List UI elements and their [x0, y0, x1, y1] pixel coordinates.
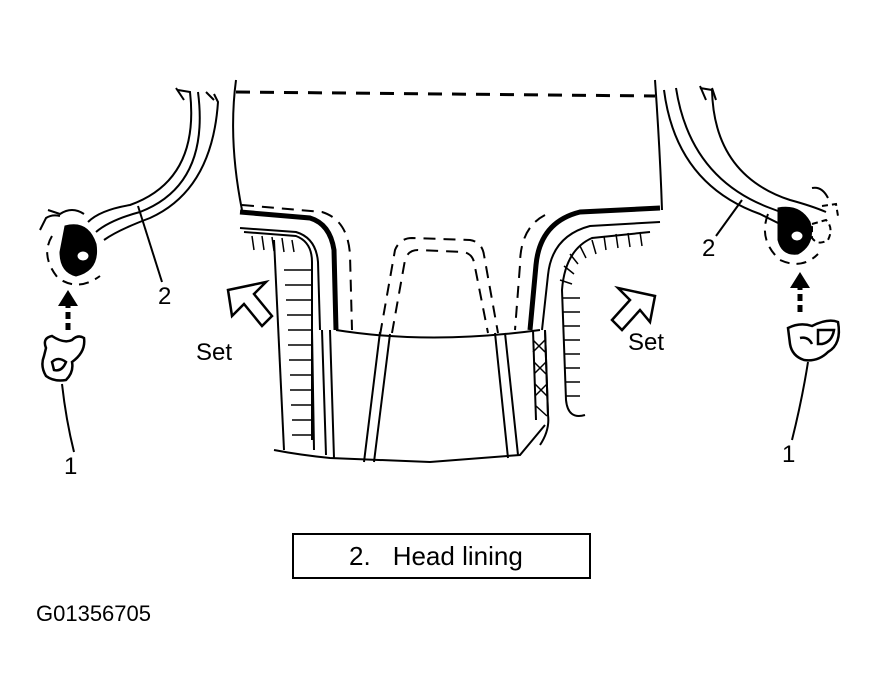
- callout-clip-right: 1: [782, 441, 795, 468]
- legend-number: 2.: [349, 540, 371, 571]
- right-clip-leader: [791, 361, 809, 441]
- lining-center-tab: [379, 236, 499, 336]
- lining-top-edge: [235, 90, 656, 98]
- callout-lining-right: 2: [702, 235, 715, 262]
- left-clip-leader: [61, 383, 75, 453]
- figure-code: G01356705: [36, 601, 151, 626]
- left-weatherstrip: [39, 87, 220, 241]
- callout-clip-left: 1: [64, 453, 77, 480]
- legend-text: Head lining: [392, 540, 523, 571]
- lining-left-band: [239, 209, 339, 331]
- callout-set-right: Set: [628, 329, 664, 356]
- head-lining-body: [232, 79, 663, 464]
- right-clip: [786, 319, 841, 362]
- lining-right-band: [527, 205, 661, 331]
- right-weatherstrip: [663, 85, 829, 231]
- lining-right-edge: [654, 79, 663, 211]
- set-arrow-left: [226, 279, 274, 328]
- left-lining-leader: [137, 205, 163, 283]
- callout-lining-left: 2: [158, 283, 171, 310]
- right-insert-arrow: [790, 272, 810, 312]
- lining-left-edge: [232, 79, 243, 211]
- left-insert-arrow: [58, 290, 78, 330]
- left-clip: [41, 334, 86, 382]
- callout-set-left: Set: [196, 339, 232, 366]
- set-arrow-right: [610, 285, 657, 332]
- right-lining-leader: [715, 199, 743, 237]
- lining-lower-panel: [273, 424, 546, 464]
- right-clip-mount: [764, 202, 839, 265]
- left-clip-mount: [46, 224, 101, 286]
- legend-box: 2. Head lining: [292, 533, 591, 579]
